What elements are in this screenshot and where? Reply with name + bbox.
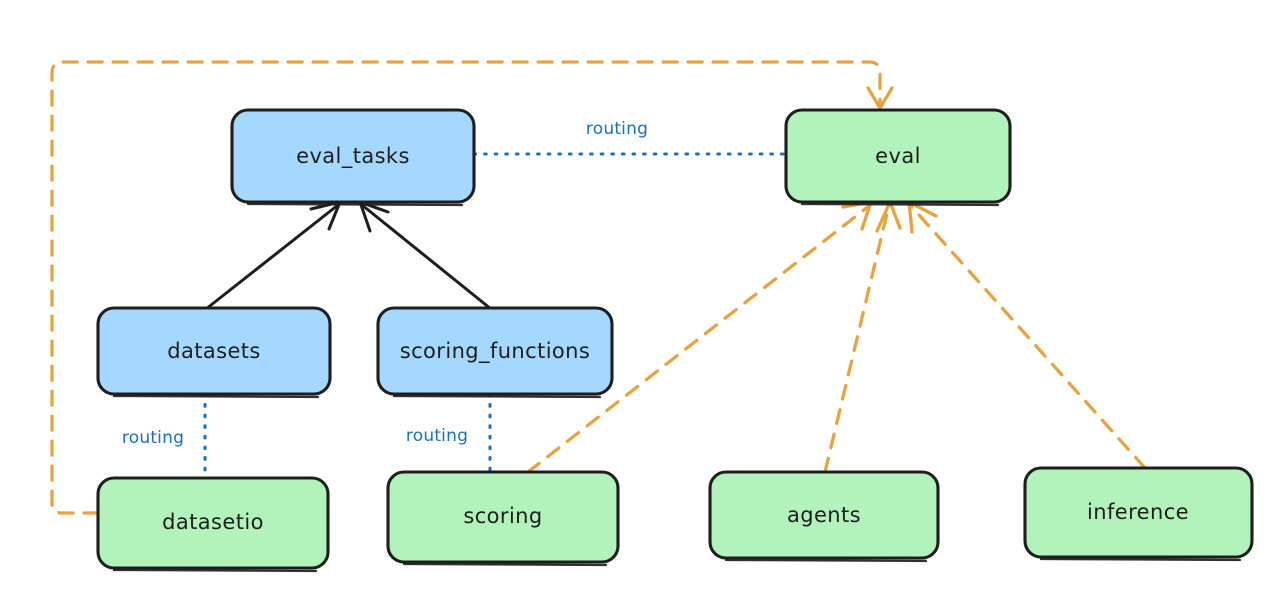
node-eval-label: eval	[875, 144, 921, 168]
edge-path-scoringfunctions-evaltasks	[360, 203, 493, 311]
node-datasets-box[interactable]	[96, 306, 332, 396]
node-scoring_functions[interactable]: scoring_functions	[376, 306, 614, 399]
edge-path-inference-eval	[909, 204, 1147, 470]
node-eval-box[interactable]	[784, 108, 1012, 204]
node-scoring_functions-label: scoring_functions	[400, 339, 590, 364]
node-scoring[interactable]: scoring	[386, 470, 620, 567]
node-datasets-shadow	[112, 394, 320, 399]
node-scoring_functions-box[interactable]	[376, 306, 614, 396]
node-eval_tasks-box[interactable]	[230, 108, 476, 204]
node-agents[interactable]: agents	[708, 470, 940, 563]
node-inference-shadow	[1039, 557, 1242, 562]
node-scoring-box[interactable]	[386, 470, 620, 564]
edge-label-routing-top: routing	[586, 119, 648, 139]
node-inference-label: inference	[1087, 500, 1189, 524]
node-scoring-label: scoring	[463, 504, 542, 528]
arrow-head-datasetio-eval	[866, 86, 894, 110]
edge-path-datasets-evaltasks	[204, 203, 340, 311]
node-agents-box[interactable]	[708, 470, 940, 560]
node-datasets-label: datasets	[167, 339, 261, 363]
edge-inference-to-eval	[907, 200, 1147, 470]
node-datasets[interactable]: datasets	[96, 306, 332, 399]
arrow-head-agents-eval	[875, 200, 902, 233]
node-eval_tasks[interactable]: eval_tasks	[230, 108, 476, 207]
node-eval_tasks-shadow	[246, 202, 464, 207]
node-datasetio[interactable]: datasetio	[96, 476, 330, 573]
node-agents-shadow	[724, 558, 928, 563]
node-datasetio-label: datasetio	[162, 510, 264, 534]
edge-path-datasetio-eval	[50, 60, 882, 515]
edge-path-agents-eval	[823, 203, 891, 474]
edge-label-routing-left: routing	[122, 428, 184, 448]
edge-datasetio-to-eval	[50, 60, 894, 515]
node-inference-box[interactable]	[1023, 466, 1254, 559]
node-inference[interactable]: inference	[1023, 466, 1254, 562]
node-datasetio-shadow	[112, 568, 318, 573]
node-scoring_functions-shadow	[392, 394, 602, 399]
node-eval[interactable]: eval	[784, 108, 1012, 207]
node-scoring-shadow	[402, 562, 608, 567]
node-eval_tasks-label: eval_tasks	[296, 144, 410, 169]
node-agents-label: agents	[787, 503, 861, 527]
node-datasetio-box[interactable]	[96, 476, 330, 570]
edge-scoring-functions-to-eval-tasks	[358, 200, 493, 311]
edge-label-routing-middle: routing	[406, 426, 468, 446]
edge-datasets-to-eval-tasks	[204, 200, 342, 311]
edge-agents-to-eval	[823, 200, 902, 474]
edge-path-scoring-eval	[526, 204, 871, 474]
node-eval-shadow	[800, 202, 1000, 207]
